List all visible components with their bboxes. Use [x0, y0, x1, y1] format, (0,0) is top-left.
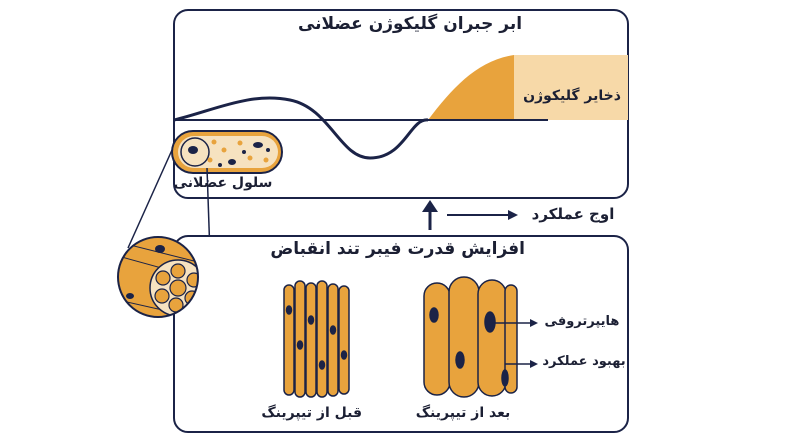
bottom-panel-title: افزایش قدرت فیبر تند انقباض [270, 239, 525, 259]
fibers-before [283, 280, 350, 398]
glycogen-curve [174, 96, 429, 160]
zoom-line-left [127, 149, 173, 249]
bottom-panel [173, 235, 629, 433]
glycogen-stores-band [514, 55, 628, 120]
muscle-cross-section [117, 236, 199, 318]
fibers-after [423, 276, 518, 398]
before-tapering-label: قبل از تیپرینگ [261, 405, 362, 421]
muscle-cell [171, 130, 283, 174]
peak-performance-label: اوج عملکرد [531, 205, 615, 223]
right-arrow-icon [447, 210, 518, 220]
glycogen-curve-fill [428, 55, 514, 120]
glycogen-stores-label: ذخایر گلیکوژن [523, 88, 621, 104]
top-panel-title: ابر جبران گلیکوژن عضلانی [297, 14, 523, 34]
improved-performance-label: بهبود عملکرد [542, 354, 626, 369]
hypertrophy-arrow-icon [492, 319, 538, 327]
hypertrophy-label: هایپرتروفی [544, 314, 620, 329]
after-tapering-label: بعد از تیپرینگ [415, 405, 511, 421]
muscle-cell-label: سلول عضلانی [173, 175, 273, 191]
improved-performance-arrow-icon [505, 360, 538, 368]
up-arrow-icon [422, 200, 438, 230]
